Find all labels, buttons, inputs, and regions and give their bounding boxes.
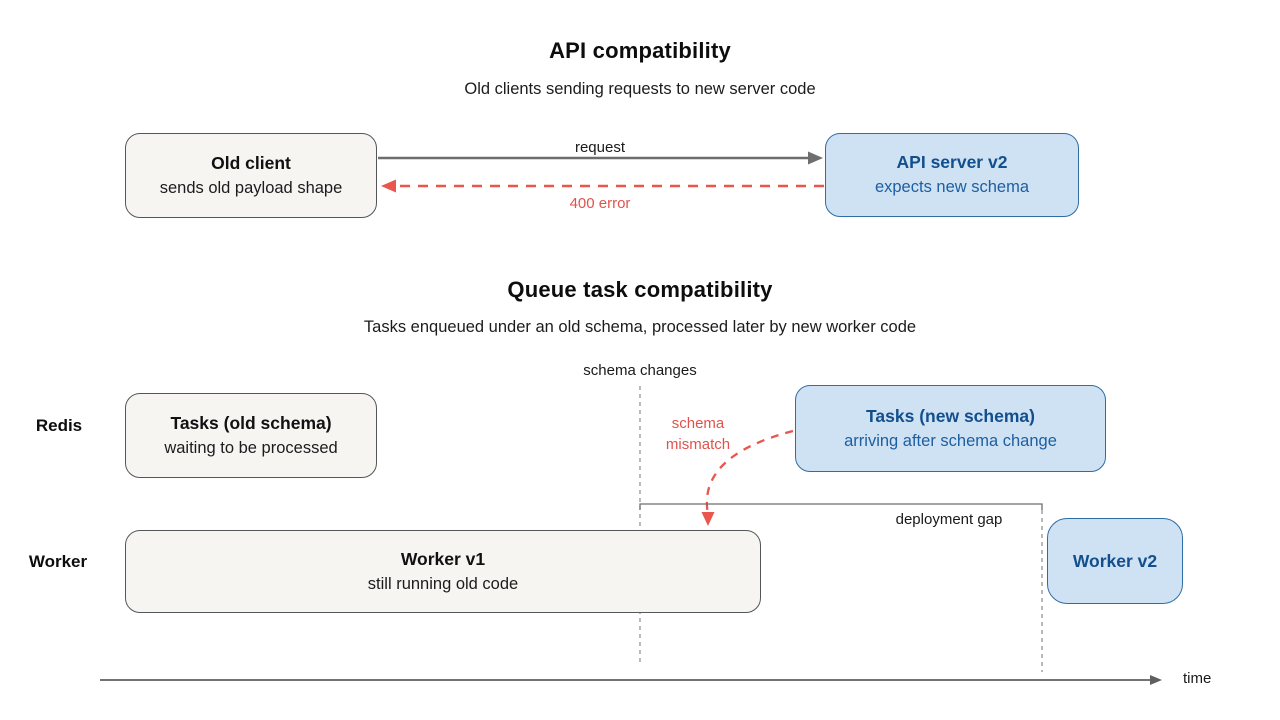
old-client-subtitle: sends old payload shape bbox=[159, 178, 343, 197]
old-tasks-node: Tasks (old schema) waiting to be process… bbox=[125, 393, 377, 478]
new-tasks-title: Tasks (new schema) bbox=[866, 405, 1035, 426]
api-server-node: API server v2 expects new schema bbox=[825, 133, 1079, 217]
new-tasks-subtitle: arriving after schema change bbox=[844, 431, 1057, 450]
deployment-gap-label: deployment gap bbox=[895, 511, 1003, 528]
old-tasks-title: Tasks (old schema) bbox=[170, 412, 332, 433]
new-tasks-node: Tasks (new schema) arriving after schema… bbox=[795, 385, 1106, 472]
api-section-title: API compatibility bbox=[549, 38, 731, 63]
worker-v1-node: Worker v1 still running old code bbox=[125, 530, 761, 613]
queue-section-subtitle: Tasks enqueued under an old schema, proc… bbox=[363, 318, 917, 336]
api-server-title: API server v2 bbox=[896, 152, 1008, 172]
schema-mismatch-label: schema mismatch bbox=[665, 415, 731, 453]
queue-section-title: Queue task compatibility bbox=[507, 277, 773, 302]
worker-v1-subtitle: still running old code bbox=[367, 574, 519, 593]
worker-v2-node: Worker v2 bbox=[1047, 518, 1183, 604]
request-arrow bbox=[378, 151, 823, 165]
schema-changes-label: schema changes bbox=[583, 362, 697, 379]
old-tasks-subtitle: waiting to be processed bbox=[164, 438, 338, 457]
worker-v2-title: Worker v2 bbox=[1072, 550, 1158, 571]
time-axis bbox=[100, 675, 1162, 685]
time-axis-label: time bbox=[1183, 670, 1212, 687]
api-server-subtitle: expects new schema bbox=[874, 178, 1030, 196]
deployment-gap-bracket bbox=[639, 503, 1043, 510]
schema-mismatch-arrow bbox=[701, 429, 794, 526]
row-label-redis: Redis bbox=[35, 416, 83, 435]
old-client-title: Old client bbox=[211, 152, 291, 173]
error-arrow bbox=[381, 179, 824, 193]
old-client-node: Old client sends old payload shape bbox=[125, 133, 377, 218]
request-arrow-label: request bbox=[574, 139, 626, 156]
row-label-worker: Worker bbox=[28, 552, 88, 571]
worker-v1-title: Worker v1 bbox=[400, 548, 486, 569]
api-section-subtitle: Old clients sending requests to new serv… bbox=[464, 80, 816, 98]
error-arrow-label: 400 error bbox=[569, 195, 631, 212]
